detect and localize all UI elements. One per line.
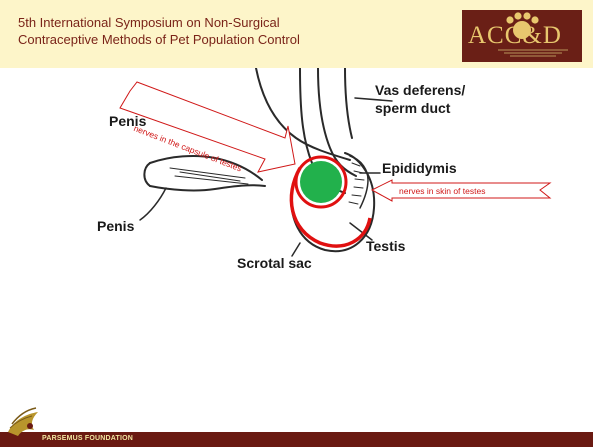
winged-lion-logo-icon bbox=[4, 402, 42, 442]
penis-left-leader bbox=[140, 188, 166, 220]
label-epididymis: Epididymis bbox=[382, 160, 457, 176]
label-scrotal-sac: Scrotal sac bbox=[237, 255, 312, 271]
penis-tip-outline bbox=[144, 163, 150, 186]
accd-logo: ACC&D bbox=[462, 10, 582, 62]
anatomy-diagram bbox=[0, 68, 593, 432]
skin-callout-text: nerves in skin of testes bbox=[399, 186, 485, 196]
label-vas-deferens-line-2: sperm duct bbox=[375, 100, 450, 116]
epididymis-hatching bbox=[349, 163, 364, 204]
slide-title: 5th International Symposium on Non-Surgi… bbox=[18, 14, 438, 48]
testis-highlight-fill bbox=[300, 161, 342, 203]
slide-title-line-1: 5th International Symposium on Non-Surgi… bbox=[18, 14, 438, 31]
label-testis: Testis bbox=[366, 238, 405, 254]
vas-deferens-right-line bbox=[345, 68, 352, 138]
slide-header: 5th International Symposium on Non-Surgi… bbox=[0, 0, 593, 68]
slide-title-line-2: Contraceptive Methods of Pet Population … bbox=[18, 31, 438, 48]
label-penis-left: Penis bbox=[97, 218, 134, 234]
label-vas-deferens-line-1: Vas deferens/ bbox=[375, 82, 465, 98]
epididymis-coil bbox=[350, 156, 368, 208]
penis-lower-outline bbox=[150, 185, 265, 190]
footer-organization-name: PARSEMUS FOUNDATION bbox=[42, 435, 133, 442]
logo-wordmark: ACC&D bbox=[468, 22, 562, 50]
logo-tagline-decoration bbox=[498, 48, 568, 58]
